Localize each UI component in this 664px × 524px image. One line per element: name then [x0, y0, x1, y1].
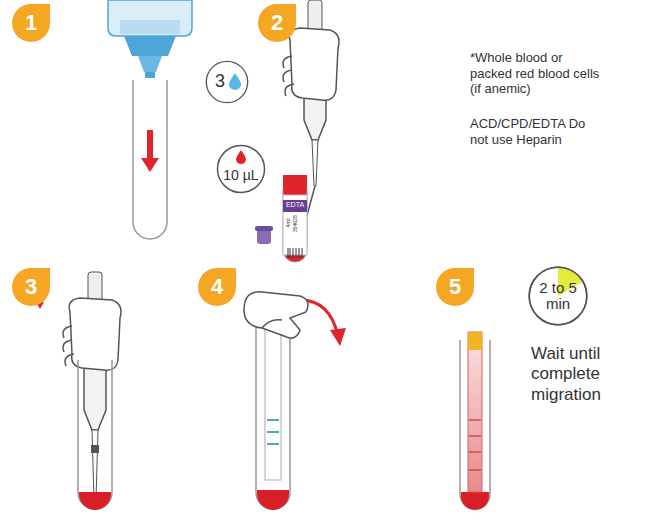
insert-arrow-head — [330, 328, 346, 346]
dropper-bottle — [108, 0, 192, 78]
step-number: 1 — [25, 10, 37, 36]
tube-label: EDTA — [283, 201, 307, 209]
sample-note: *Whole blood or packed red blood cells (… — [470, 50, 600, 97]
step-badge: 2 — [258, 4, 296, 42]
step-badge: 1 — [12, 4, 50, 42]
quantity-circle: 3 — [205, 60, 249, 104]
step-number: 3 — [25, 274, 37, 300]
drop-icon — [229, 73, 241, 90]
step-badge: 5 — [436, 268, 474, 306]
quantity-circle: 10 µL — [216, 144, 266, 194]
migrated-strip — [468, 332, 482, 492]
step-badge: 3 — [12, 268, 50, 306]
step-badge: 4 — [198, 268, 236, 306]
step-number: 5 — [449, 274, 461, 300]
test-tube — [78, 360, 112, 509]
red-arrow — [141, 130, 159, 172]
tube-cap — [255, 226, 273, 244]
blood-sample — [461, 492, 489, 510]
blood-sample — [257, 490, 289, 510]
test-tube — [133, 80, 167, 239]
anticoagulant-note: ACD/CPD/EDTA Do not use Heparin — [470, 116, 600, 147]
drop-icon — [236, 150, 246, 164]
timer-circle: 2 to 5 min — [528, 266, 588, 326]
step-number: 4 — [211, 274, 223, 300]
tube-volume: 4ml — [285, 218, 292, 228]
barcode-number: 354628 — [292, 215, 298, 232]
quantity-text: 10 µL — [223, 168, 258, 183]
step-number: 2 — [271, 10, 283, 36]
quantity-text: 2 to 5 min — [535, 280, 581, 313]
instruction-text: Wait until complete migration — [531, 344, 641, 405]
shape-outline — [205, 60, 249, 104]
hand-4 — [244, 292, 308, 338]
blood-sample — [79, 492, 111, 510]
edta-tube — [283, 175, 307, 262]
quantity-text: 3 — [215, 72, 225, 92]
